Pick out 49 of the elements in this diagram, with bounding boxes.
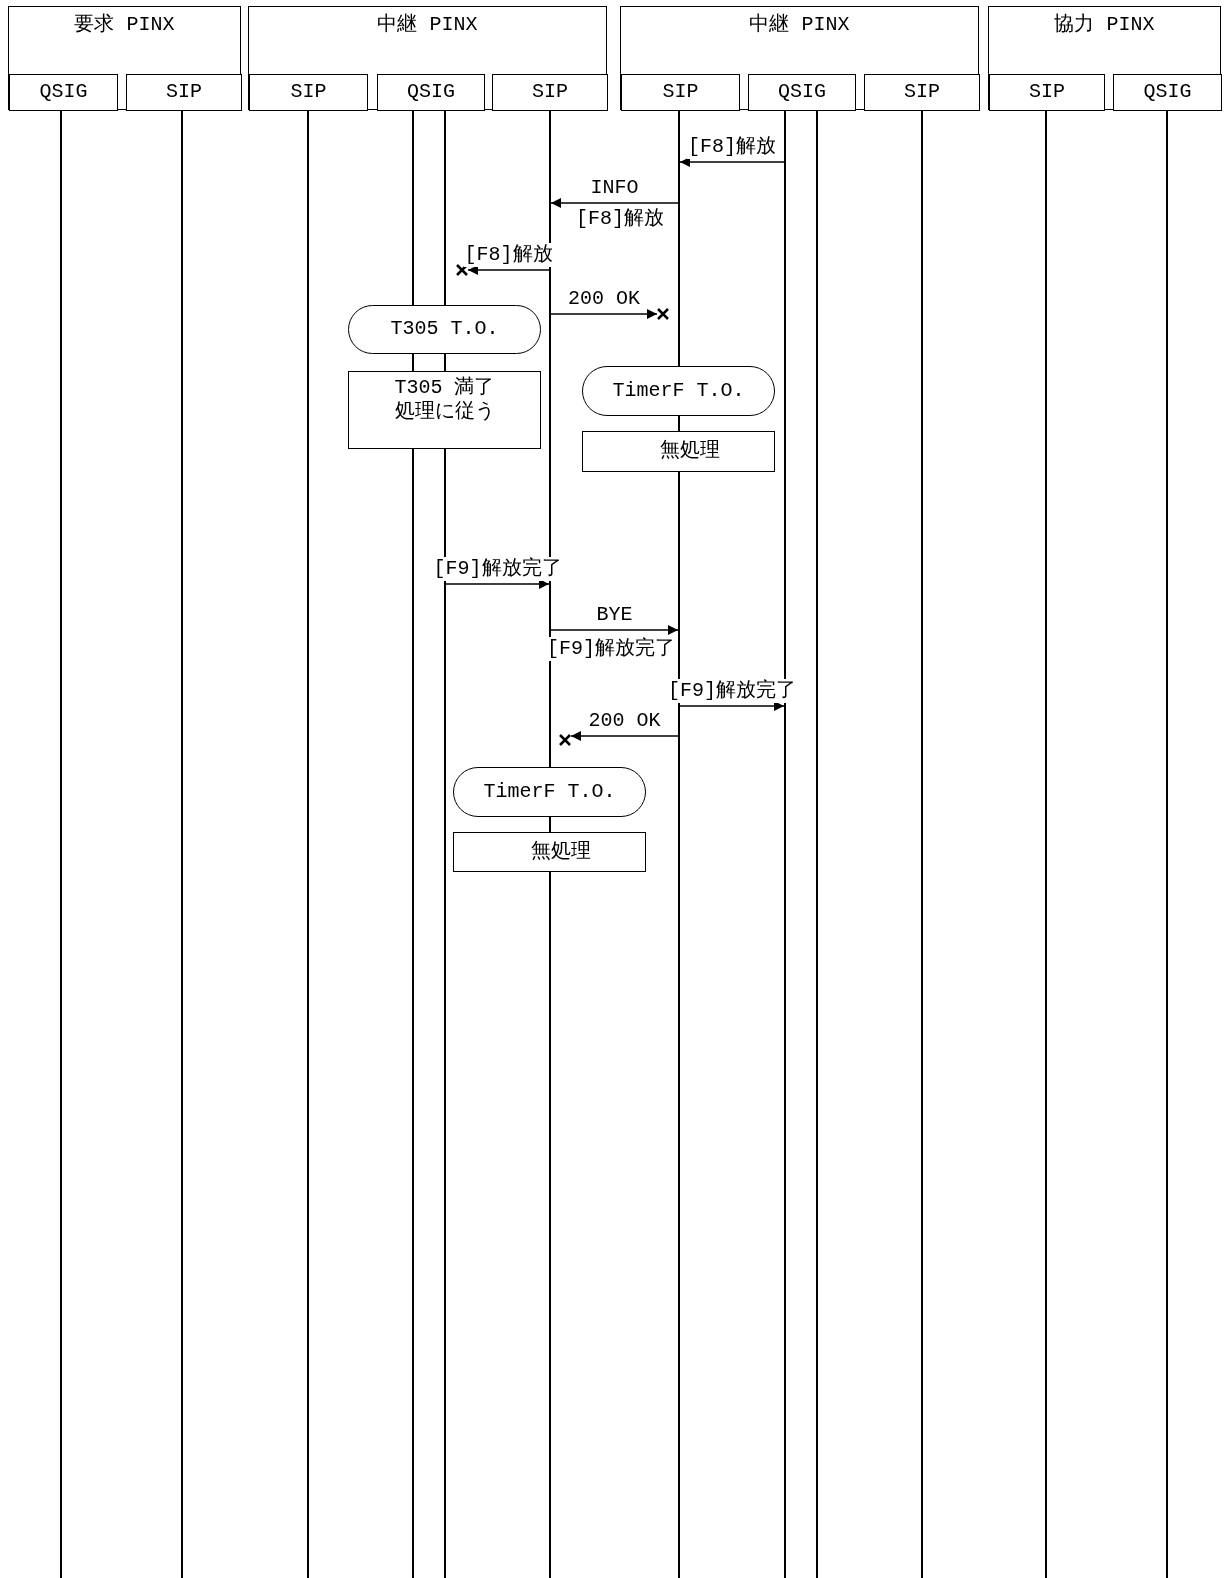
protocol-box: SIP bbox=[864, 74, 980, 111]
process-box: T305 満了処理に従う bbox=[348, 371, 541, 449]
timeout-terminal: T305 T.O. bbox=[348, 305, 541, 354]
lost-message-cross bbox=[657, 308, 669, 320]
protocol-box: QSIG bbox=[748, 74, 856, 111]
protocol-box: QSIG bbox=[377, 74, 485, 111]
process-box: 無処理 bbox=[582, 431, 775, 472]
lost-message-cross bbox=[559, 734, 571, 746]
message-arrow bbox=[570, 731, 679, 741]
lifeline bbox=[549, 110, 551, 1578]
lost-message-cross bbox=[456, 264, 468, 276]
protocol-box: SIP bbox=[492, 74, 608, 111]
protocol-box: SIP bbox=[989, 74, 1105, 111]
message-arrow bbox=[679, 701, 785, 711]
message-arrow bbox=[467, 265, 550, 275]
lifeline bbox=[307, 110, 309, 1578]
edge-label: [F8]解放 bbox=[463, 243, 554, 267]
pinx-box bbox=[248, 6, 607, 110]
message-arrow bbox=[550, 625, 679, 635]
lifeline bbox=[784, 110, 786, 1578]
pinx-box bbox=[620, 6, 979, 110]
pinx-name: 要求 PINX bbox=[73, 13, 176, 37]
lifeline bbox=[921, 110, 923, 1578]
message-arrow bbox=[550, 198, 679, 208]
timeout-terminal: TimerF T.O. bbox=[453, 767, 646, 817]
lifeline bbox=[444, 110, 446, 1578]
protocol-box: SIP bbox=[126, 74, 242, 111]
edge-label: [F8]解放 bbox=[687, 135, 777, 159]
lifeline bbox=[181, 110, 183, 1578]
process-box: 無処理 bbox=[453, 832, 646, 872]
message-arrow bbox=[445, 579, 550, 589]
timeout-terminal: TimerF T.O. bbox=[582, 366, 775, 416]
protocol-box: QSIG bbox=[9, 74, 118, 111]
protocol-box: QSIG bbox=[1113, 74, 1222, 111]
lifeline bbox=[60, 110, 62, 1578]
lifeline bbox=[816, 110, 818, 1578]
pinx-box bbox=[8, 6, 241, 110]
message-arrow bbox=[550, 309, 658, 319]
pinx-name: 中継 PINX bbox=[376, 13, 479, 37]
lifeline bbox=[1166, 110, 1168, 1578]
protocol-box: SIP bbox=[621, 74, 740, 111]
lifeline bbox=[678, 110, 680, 1578]
pinx-name: 協力 PINX bbox=[1053, 13, 1156, 37]
lifeline bbox=[1045, 110, 1047, 1578]
pinx-name: 中継 PINX bbox=[748, 13, 851, 37]
message-arrow bbox=[679, 157, 785, 167]
protocol-box: SIP bbox=[249, 74, 368, 111]
pinx-box bbox=[988, 6, 1221, 110]
lifeline bbox=[412, 110, 414, 1578]
